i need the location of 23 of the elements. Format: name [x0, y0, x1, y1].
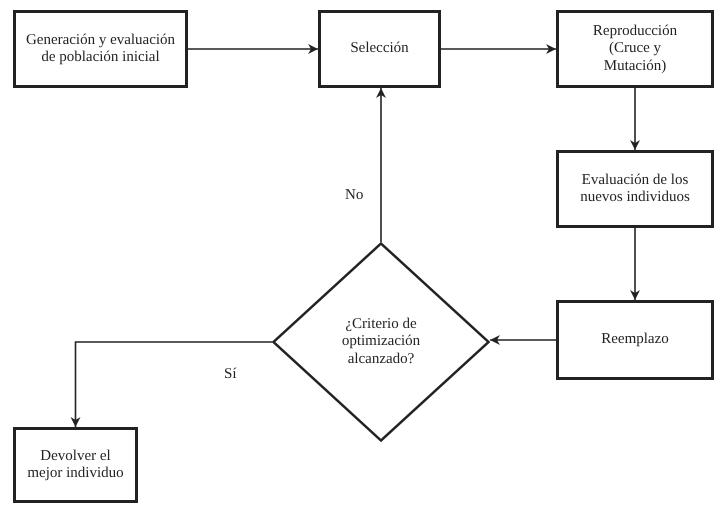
edge-label: Sí — [224, 366, 237, 383]
arrow — [441, 44, 556, 54]
process-box — [13, 10, 188, 88]
arrow — [376, 88, 386, 242]
node-label: Reproducción (Cruce y Mutación) — [592, 23, 678, 75]
arrow — [188, 44, 318, 54]
node-label: Evaluación de los nuevos individuos — [579, 172, 691, 206]
node-label: Selección — [349, 40, 410, 58]
arrow — [490, 335, 556, 345]
node-label: Devolver el mejor individuo — [26, 448, 125, 482]
arrow — [630, 88, 640, 150]
node-label: ¿Criterio de optimización alcanzado? — [340, 316, 422, 368]
arrow — [70, 341, 272, 427]
process-box — [13, 427, 138, 503]
arrow — [630, 228, 640, 300]
process-box — [318, 10, 441, 88]
node-label: Reemplazo — [600, 331, 670, 349]
decision-diamond — [272, 242, 490, 442]
process-box — [556, 10, 714, 88]
edge-label: No — [345, 187, 364, 204]
process-box — [556, 300, 714, 380]
node-label: Generación y evaluación de población inicial — [24, 32, 176, 66]
process-box — [556, 150, 714, 228]
